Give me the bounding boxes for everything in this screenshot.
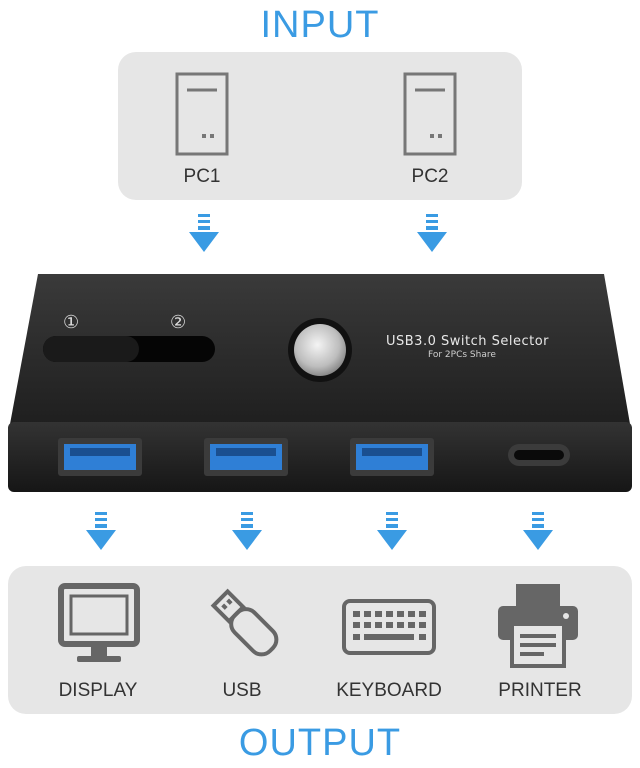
down-arrow-icon [232,512,262,550]
down-arrow-icon [417,214,447,252]
display-label: DISPLAY [58,680,138,701]
pc-tower-icon [175,72,229,156]
device-body [8,274,632,492]
led-1-label: ① [63,312,80,333]
output-title: OUTPUT [238,722,402,764]
usb-flash-drive-icon [210,588,279,657]
down-arrow-icon [377,512,407,550]
pc1-label: PC1 [183,166,221,187]
down-arrow-icon [189,214,219,252]
device-title: USB3.0 Switch Selector [386,334,550,349]
usb-label: USB [222,680,262,701]
pc2-label: PC2 [411,166,449,187]
down-arrow-icon [523,512,553,550]
device-subtitle: For 2PCs Share [428,350,496,360]
input-title: INPUT [260,4,380,46]
input-panel: PC1 PC2 [118,52,522,200]
pc-tower-icon [403,72,457,156]
monitor-icon [58,583,140,662]
led-2-label: ② [170,312,187,333]
keyboard-label: KEYBOARD [336,680,442,701]
usb-switch-device: ① ② USB3.0 Switch Selector For 2PCs Shar… [8,274,632,492]
keyboard-icon [342,599,436,655]
down-arrow-icon [86,512,116,550]
printer-icon [498,584,578,668]
printer-label: PRINTER [498,680,582,701]
output-panel: DISPLAY USB KEYBOARD PRINTER [8,566,632,714]
